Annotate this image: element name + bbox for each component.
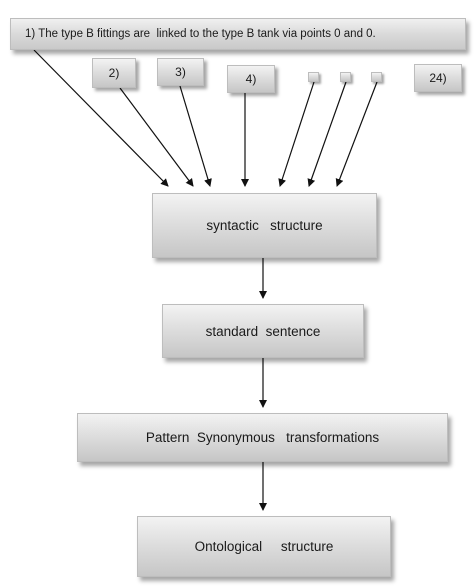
sentence-text-24: 24) <box>429 71 447 85</box>
sentence-text-2: 2) <box>108 66 120 80</box>
sentence-box-2: 2) <box>92 58 136 88</box>
sentence-box-1: 1) The type B fittings are linked to the… <box>10 18 466 50</box>
arrow-sentence-3 <box>179 85 212 187</box>
ellipsis-box-2 <box>340 72 351 82</box>
arrow-sentence-5 <box>278 81 315 187</box>
sentence-box-24: 24) <box>414 64 462 92</box>
sentence-text-1: 1) The type B fittings are linked to the… <box>25 28 376 40</box>
arrow-sentence-6 <box>307 81 347 187</box>
arrow-sentence-7 <box>335 81 378 187</box>
syntactic-structure-label: syntactic structure <box>206 218 323 233</box>
ellipsis-box-1 <box>308 72 319 82</box>
sentence-text-4: 4) <box>245 72 257 86</box>
syntactic-structure-box: syntactic structure <box>152 193 377 258</box>
standard-sentence-box: standard sentence <box>162 304 364 358</box>
sentence-box-4: 4) <box>227 65 275 93</box>
pattern-transformations-box: Pattern Synonymous transformations <box>77 413 448 462</box>
ellipsis-box-3 <box>371 72 382 82</box>
sentence-box-3: 3) <box>157 58 204 86</box>
standard-sentence-label: standard sentence <box>205 323 321 339</box>
arrow-sentence-2 <box>119 87 194 187</box>
ontological-structure-box: Ontological structure <box>137 516 391 577</box>
ontological-structure-label: Ontological structure <box>194 539 334 554</box>
sentence-text-3: 3) <box>175 65 186 79</box>
pattern-transformations-label: Pattern Synonymous transformations <box>145 430 380 445</box>
